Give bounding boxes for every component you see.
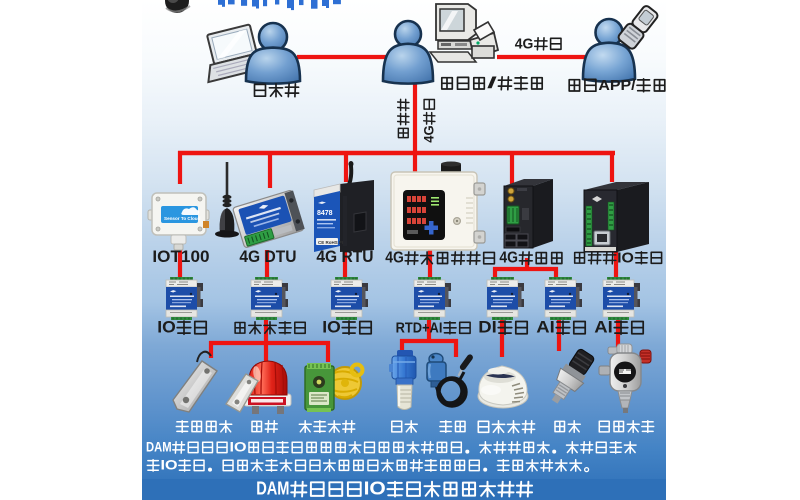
svg-text:IO: IO xyxy=(161,458,178,474)
svg-text:4G: 4G xyxy=(499,250,518,267)
svg-text:IOT100: IOT100 xyxy=(152,247,209,266)
svg-text:IO: IO xyxy=(322,319,341,337)
svg-text:8478: 8478 xyxy=(317,210,333,217)
svg-text:4G: 4G xyxy=(385,250,404,267)
svg-text:CE RoHS FC: CE RoHS FC xyxy=(318,240,346,245)
svg-text:AI: AI xyxy=(594,319,613,337)
svg-text:IO: IO xyxy=(364,478,386,499)
svg-text:IO: IO xyxy=(230,440,247,456)
svg-text:Sensor To Cloud: Sensor To Cloud xyxy=(164,216,201,221)
svg-text:4G DTU: 4G DTU xyxy=(239,247,296,266)
svg-text:RTD+AI: RTD+AI xyxy=(396,319,443,336)
svg-text:APP/: APP/ xyxy=(598,77,636,94)
svg-text:IO: IO xyxy=(157,319,176,337)
svg-text:4G RTU: 4G RTU xyxy=(316,247,373,266)
svg-text:DAM: DAM xyxy=(256,478,289,499)
svg-text:DAM: DAM xyxy=(146,440,172,456)
svg-text:4G: 4G xyxy=(421,125,437,142)
svg-text:AI: AI xyxy=(536,319,555,337)
svg-text:4G: 4G xyxy=(515,35,534,52)
svg-text:IO: IO xyxy=(617,249,634,266)
svg-text:/: / xyxy=(487,75,498,92)
svg-text:DI: DI xyxy=(478,319,497,337)
